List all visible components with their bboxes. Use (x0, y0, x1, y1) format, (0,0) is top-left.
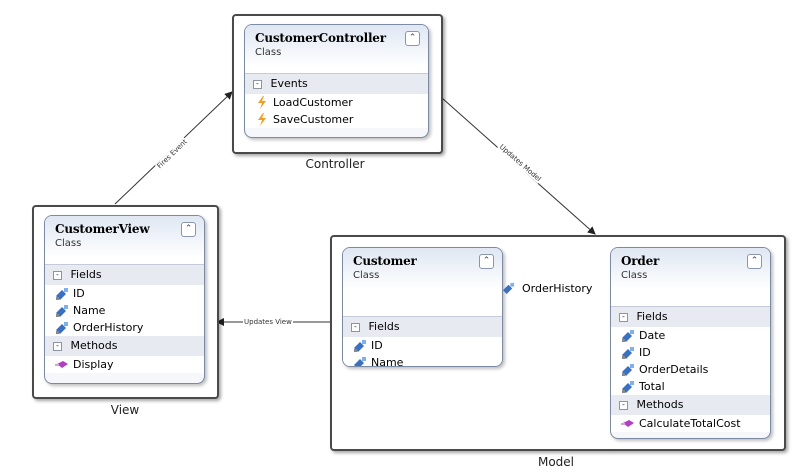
member-name[interactable]: Name (45, 302, 204, 319)
class-name: CustomerView (55, 222, 150, 236)
event-icon (258, 96, 266, 109)
field-icon (622, 330, 634, 342)
member-order-details[interactable]: OrderDetails (611, 361, 770, 378)
order-history-association-label[interactable]: OrderHistory (522, 282, 593, 295)
section-title: Methods (70, 339, 118, 352)
controller-frame[interactable]: CustomerController Class ⌃ - Events Load… (232, 14, 443, 154)
collapse-icon[interactable]: ⌃ (405, 31, 420, 46)
class-header[interactable]: Customer Class ⌃ (343, 248, 502, 290)
collapse-section-icon[interactable]: - (351, 322, 360, 332)
field-icon (622, 381, 634, 393)
section-title: Methods (636, 398, 684, 411)
section-fields[interactable]: - Fields (45, 264, 204, 285)
member-display[interactable]: Display (45, 356, 204, 373)
member-id[interactable]: ID (343, 337, 502, 354)
model-frame-label: Model (537, 455, 575, 469)
collapse-section-icon[interactable]: - (619, 312, 628, 322)
section-title: Fields (368, 320, 400, 333)
class-header[interactable]: CustomerView Class ⌃ (45, 216, 204, 258)
field-icon (622, 364, 634, 376)
collapse-section-icon[interactable]: - (53, 270, 62, 280)
class-name: Customer (353, 254, 417, 268)
view-frame[interactable]: CustomerView Class ⌃ - Fields ID Name Or… (32, 205, 219, 399)
section-fields[interactable]: - Fields (343, 316, 502, 337)
section-title: Fields (636, 310, 668, 323)
field-icon (56, 305, 68, 317)
method-icon (621, 420, 634, 427)
member-load-customer[interactable]: LoadCustomer (245, 94, 428, 111)
collapse-section-icon[interactable]: - (53, 341, 62, 351)
class-customer[interactable]: Customer Class ⌃ - Fields ID Name (342, 247, 503, 367)
class-header[interactable]: CustomerController Class ⌃ (245, 25, 428, 67)
field-icon (622, 347, 634, 359)
field-icon (56, 288, 68, 300)
member-save-customer[interactable]: SaveCustomer (245, 111, 428, 128)
event-icon (258, 113, 266, 126)
collapse-icon[interactable]: ⌃ (747, 254, 762, 269)
model-frame[interactable]: Customer Class ⌃ - Fields ID Name Order … (330, 235, 786, 451)
updates-view-label: Updates View (243, 318, 293, 326)
member-total[interactable]: Total (611, 378, 770, 395)
member-calculate-total-cost[interactable]: CalculateTotalCost (611, 415, 770, 432)
field-icon (354, 340, 366, 352)
class-name: Order (621, 254, 660, 268)
section-fields[interactable]: - Fields (611, 306, 770, 327)
section-methods[interactable]: - Methods (45, 336, 204, 356)
section-methods[interactable]: - Methods (611, 395, 770, 415)
collapse-section-icon[interactable]: - (253, 79, 262, 89)
section-title: Events (270, 77, 308, 90)
collapse-icon[interactable]: ⌃ (479, 254, 494, 269)
class-customer-view[interactable]: CustomerView Class ⌃ - Fields ID Name Or… (44, 215, 205, 384)
class-order[interactable]: Order Class ⌃ - Fields Date ID OrderDeta… (610, 247, 771, 439)
field-icon (502, 282, 515, 294)
field-icon (354, 357, 366, 366)
member-name[interactable]: Name (343, 354, 502, 366)
method-icon (55, 361, 68, 368)
collapse-section-icon[interactable]: - (619, 400, 628, 410)
class-stereotype: Class (55, 238, 82, 249)
section-events[interactable]: - Events (245, 73, 428, 94)
collapse-icon[interactable]: ⌃ (181, 222, 196, 237)
member-date[interactable]: Date (611, 327, 770, 344)
class-stereotype: Class (255, 47, 282, 58)
field-icon (56, 322, 68, 334)
class-name: CustomerController (255, 31, 386, 45)
controller-frame-label: Controller (305, 157, 365, 171)
class-header[interactable]: Order Class ⌃ (611, 248, 770, 290)
class-stereotype: Class (621, 270, 648, 281)
view-frame-label: View (110, 403, 140, 417)
member-id[interactable]: ID (611, 344, 770, 361)
member-id[interactable]: ID (45, 285, 204, 302)
class-customer-controller[interactable]: CustomerController Class ⌃ - Events Load… (244, 24, 429, 138)
class-stereotype: Class (353, 270, 380, 281)
member-order-history[interactable]: OrderHistory (45, 319, 204, 336)
section-title: Fields (70, 268, 102, 281)
